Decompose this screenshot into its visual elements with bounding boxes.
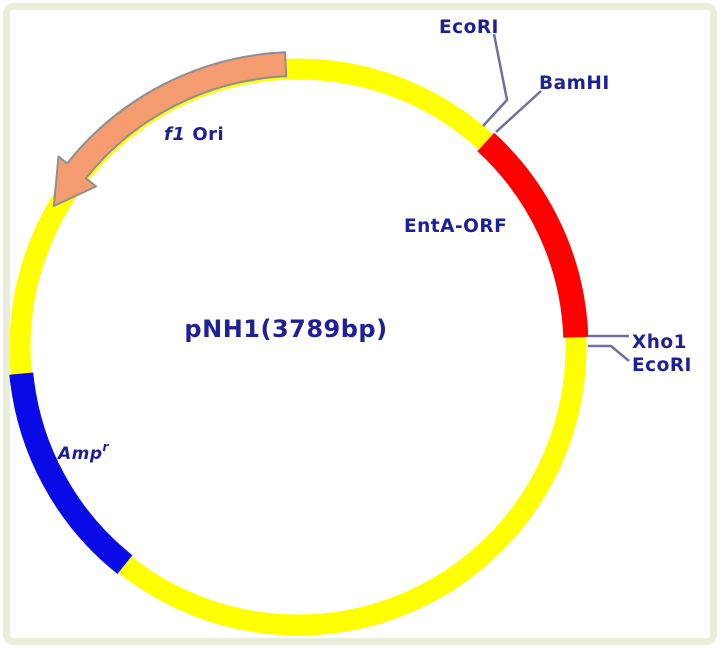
ecori-top-leader-line — [482, 33, 509, 127]
page-frame-border — [3, 3, 717, 645]
plasmid-title: pNH1(3789bp) — [184, 315, 387, 343]
f1-ori-label: f1 Ori — [164, 124, 224, 145]
enta-orf-label: EntA-ORF — [404, 216, 507, 237]
amp-label-superscript: r — [103, 440, 110, 454]
f1-ori-arrow — [52, 51, 288, 207]
ecori-top-label: EcoRI — [439, 17, 499, 38]
amp-label-base: Amp — [56, 444, 103, 464]
ecori-right-label: EcoRI — [632, 355, 692, 376]
xho1-label: Xho1 — [632, 332, 687, 353]
f1-ori-label-rest: Ori — [192, 124, 224, 145]
amp-segment — [9, 372, 133, 574]
bamhi-leader-line — [495, 90, 542, 133]
plasmid-backbone-ring — [9, 58, 587, 636]
ecori-right-leader-line — [588, 344, 630, 362]
f1-ori-label-italic-part: f1 — [164, 124, 185, 145]
bamhi-label: BamHI — [539, 73, 610, 94]
enta-orf-segment — [477, 132, 589, 338]
amp-label: Ampr — [56, 440, 110, 464]
